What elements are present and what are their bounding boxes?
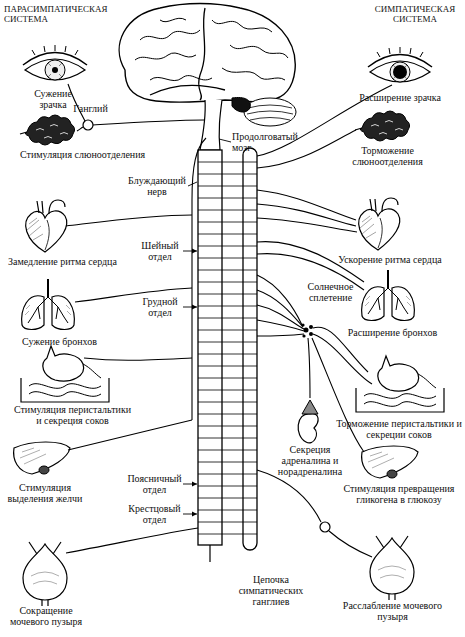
- label: Сокращение мочевого пузыря: [0, 605, 92, 627]
- label: Солнечное сплетение: [303, 281, 358, 303]
- nerve: [257, 218, 357, 232]
- label: Грудной отдел: [138, 296, 182, 318]
- eye: [368, 47, 432, 82]
- liver: [14, 442, 70, 474]
- label: Стимуляция слюноотделения: [20, 149, 170, 160]
- spinal-cord: [198, 150, 222, 562]
- bladder: [370, 536, 414, 600]
- label: Сужение бронхов: [22, 336, 132, 347]
- leader-arrow: [183, 514, 197, 515]
- lungs: [362, 270, 415, 321]
- nerve: [308, 338, 310, 398]
- label: Торможение слюноотделения: [345, 145, 430, 167]
- bladder: [23, 542, 67, 606]
- leader-line: [188, 182, 197, 186]
- label: Крестцовый отдел: [127, 503, 182, 525]
- label: Блуждающий нерв: [126, 175, 188, 197]
- organs: [14, 45, 444, 606]
- solar-plexus: [301, 323, 313, 337]
- nerve: [93, 120, 204, 125]
- nerve: [313, 334, 372, 384]
- nerve: [66, 215, 192, 226]
- heart: [26, 200, 67, 252]
- label: Расширение зрачка: [340, 92, 460, 103]
- label: ПАРАСИМПАТИЧЕСКАЯ СИСТЕМА: [4, 4, 114, 24]
- sympathetic-chain: [243, 148, 257, 550]
- label: Шейный отдел: [138, 240, 182, 262]
- label: Продолговатый мозг: [232, 131, 307, 153]
- label: Ускорение ритма сердца: [325, 254, 455, 265]
- brain: [119, 4, 296, 151]
- stomach-intestine: [21, 346, 109, 402]
- adrenal-kidney: [298, 400, 318, 443]
- nerve: [77, 127, 83, 131]
- label: Цепочка симпатических ганглиев: [232, 574, 310, 608]
- label: Торможение перистальтики и секреции соко…: [335, 418, 463, 440]
- nerve: [257, 470, 321, 522]
- liver: [362, 446, 418, 478]
- nerve: [192, 138, 206, 420]
- heart: [359, 198, 400, 250]
- spinal-segments: [198, 162, 257, 534]
- label: Стимуляция превращения гликогена в глюко…: [336, 483, 462, 505]
- label: Поясничный отдел: [127, 473, 182, 495]
- leader-line: [219, 139, 231, 142]
- leader-arrow: [183, 307, 197, 308]
- nerve: [257, 204, 356, 226]
- leader-arrow: [183, 484, 197, 485]
- nerve: [329, 531, 372, 557]
- pupil-wide: [393, 65, 407, 79]
- nerve: [257, 305, 304, 329]
- stomach-intestine: [356, 356, 444, 412]
- label: Расширение бронхов: [335, 327, 450, 338]
- nerve: [257, 334, 304, 336]
- leader-arrow: [183, 251, 197, 252]
- nerve: [84, 358, 192, 360]
- label: Ганглий: [68, 103, 113, 114]
- leader-arrows: [183, 139, 231, 514]
- pupil-narrow: [52, 67, 58, 73]
- ganglion: [320, 522, 330, 532]
- ganglion: [83, 120, 93, 130]
- label: СИМПАТИЧЕСКАЯ СИСТЕМА: [370, 4, 460, 24]
- eye: [23, 45, 87, 80]
- salivary-gland: [20, 115, 75, 145]
- lungs: [22, 279, 75, 330]
- label: Стимуляция выделения желчи: [0, 482, 90, 504]
- nerve: [312, 338, 364, 452]
- salivary-gland: [355, 111, 410, 141]
- nerve: [66, 528, 198, 553]
- nerve: [257, 320, 304, 331]
- label: Стимуляция перистальтики и секреция соко…: [10, 404, 135, 426]
- label: Расслабление мочевого пузыря: [335, 600, 450, 622]
- label: Замедление ритма сердца: [8, 256, 148, 267]
- label: Секреция адреналина и норадреналина: [275, 444, 345, 478]
